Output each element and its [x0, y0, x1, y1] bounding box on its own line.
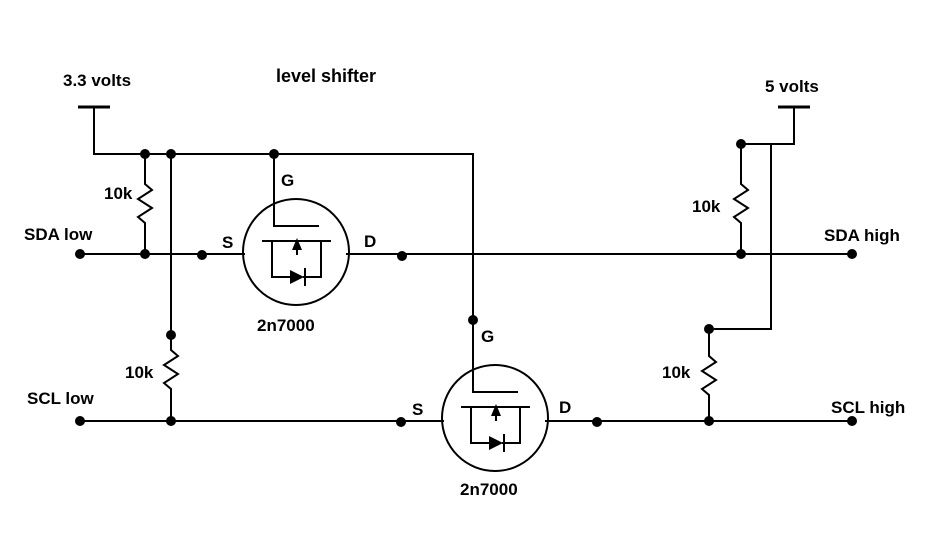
resistor-scl-low-label: 10k — [125, 363, 154, 382]
junction-dot — [736, 249, 746, 259]
junction-dot — [166, 330, 176, 340]
supply-high-label: 5 volts — [765, 77, 819, 96]
q2-part-label: 2n7000 — [460, 480, 518, 499]
q2-gate-label: G — [481, 327, 494, 346]
resistor-sda-low-label: 10k — [104, 184, 133, 203]
q1-gate-label: G — [281, 171, 294, 190]
resistor-scl-high-label: 10k — [662, 363, 691, 382]
junction-dot — [140, 149, 150, 159]
resistor-scl-low — [162, 334, 180, 422]
terminal-dot-scl-low — [75, 416, 85, 426]
low-side-rail — [93, 153, 474, 336]
resistor-sda-high — [732, 143, 750, 255]
junction-dots — [75, 139, 857, 427]
scl-low-label: SCL low — [27, 389, 95, 408]
supply-low-label: 3.3 volts — [63, 71, 131, 90]
terminal-dot-sda-low — [75, 249, 85, 259]
junction-dot — [166, 149, 176, 159]
junction-dot — [197, 250, 207, 260]
junction-dot — [396, 417, 406, 427]
junction-dot — [736, 139, 746, 149]
schematic-title: level shifter — [276, 66, 376, 86]
q1-drain-label: D — [364, 232, 376, 251]
q2-drain-label: D — [559, 398, 571, 417]
transistor-q1 — [242, 153, 350, 306]
resistor-sda-low — [136, 153, 154, 255]
high-side-rail — [708, 143, 795, 330]
junction-dot — [397, 251, 407, 261]
junction-dot — [166, 416, 176, 426]
resistor-scl-high — [700, 328, 718, 422]
junction-dot — [269, 149, 279, 159]
q2-source-label: S — [412, 400, 423, 419]
junction-dot — [704, 416, 714, 426]
junction-dot — [140, 249, 150, 259]
resistor-sda-high-label: 10k — [692, 197, 721, 216]
q1-source-label: S — [222, 233, 233, 252]
terminal-dot-sda-high — [847, 249, 857, 259]
junction-dot — [592, 417, 602, 427]
q1-part-label: 2n7000 — [257, 316, 315, 335]
supply-low-symbol — [78, 105, 110, 155]
junction-dot — [704, 324, 714, 334]
sda-high-label: SDA high — [824, 226, 900, 245]
terminal-dot-scl-high — [847, 416, 857, 426]
sda-low-label: SDA low — [24, 225, 93, 244]
scl-high-label: SCL high — [831, 398, 905, 417]
supply-high-symbol — [778, 105, 810, 145]
transistor-q2 — [441, 319, 549, 472]
junction-dot — [468, 315, 478, 325]
